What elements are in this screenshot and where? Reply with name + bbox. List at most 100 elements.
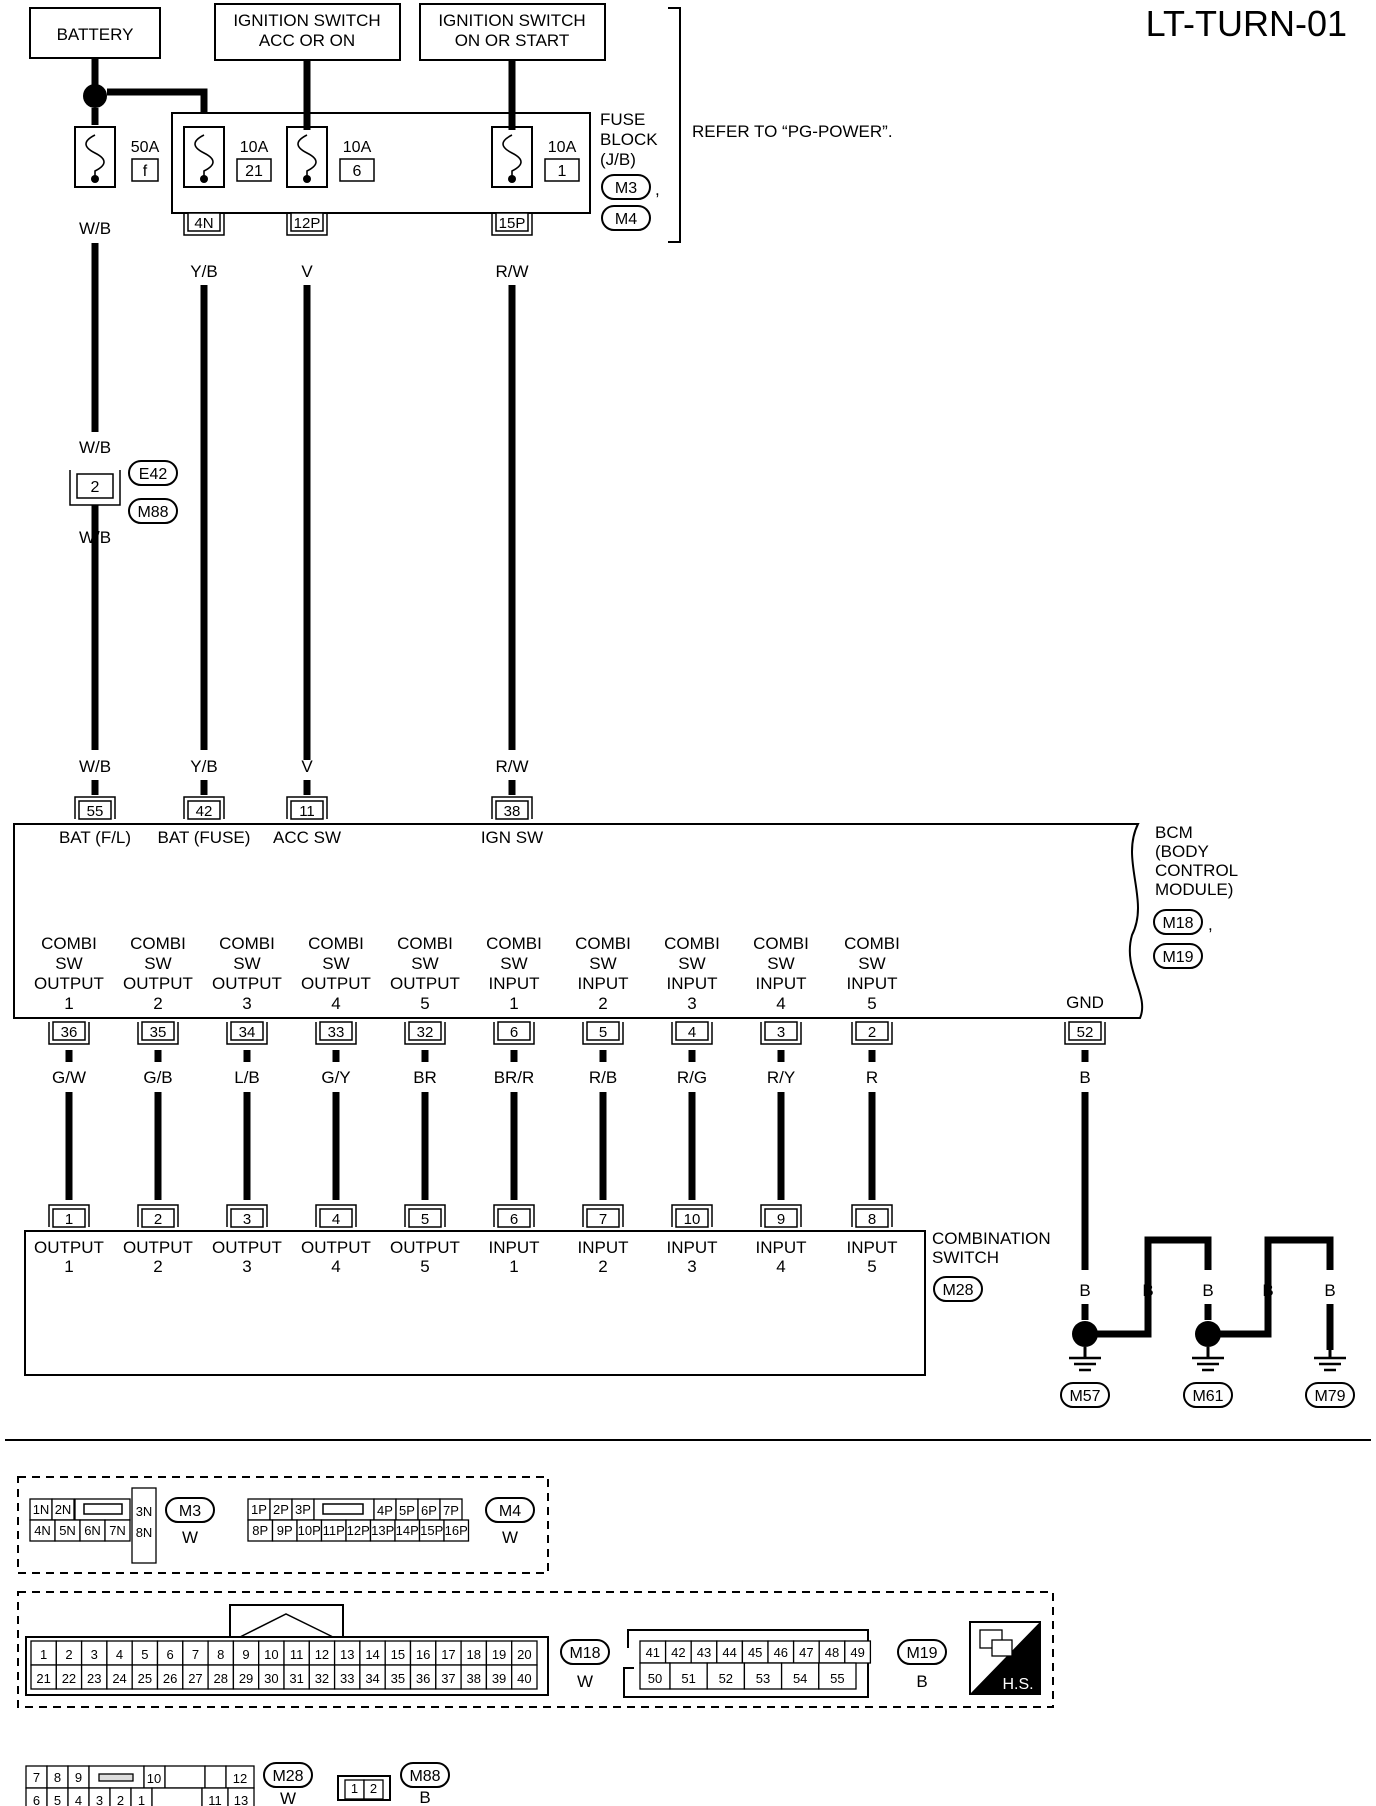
m18-view-pin-26: 26: [163, 1671, 177, 1686]
m4-view-pin-10P: 10P: [298, 1523, 321, 1538]
m18-view-pin-36: 36: [416, 1671, 430, 1686]
m18-view-cell-40: [511, 1664, 538, 1690]
bcm-label-4: MODULE): [1155, 880, 1233, 899]
bcm-bottom-label-8-2: INPUT: [756, 974, 807, 993]
m18-view-pin-35: 35: [391, 1671, 405, 1686]
m18-view-cell-23: [80, 1664, 108, 1690]
m28-view-cell-blank-3: [151, 1787, 203, 1806]
bcm-bottom-wire-color-6: R/B: [589, 1068, 617, 1087]
m18-view-pin-19: 19: [492, 1647, 506, 1662]
m4-view-pin-6P: 6P: [421, 1503, 437, 1518]
m4-view-pin-9P: 9P: [277, 1523, 293, 1538]
combi-pin-label-5-0: INPUT: [489, 1238, 540, 1257]
bcm-bottom-pin-32-bracket: [404, 1022, 446, 1045]
m18-view-cell-11: [283, 1640, 310, 1666]
bcm-bottom-pin-33: 33: [328, 1024, 345, 1041]
m18-view-cell-17: [435, 1640, 462, 1666]
bcm-bottom-label-4-2: OUTPUT: [390, 974, 460, 993]
m18-view-pin-25: 25: [138, 1671, 152, 1686]
bcm-top-wire-color-0: W/B: [79, 757, 111, 776]
inline-connector-m88: M88: [137, 504, 168, 521]
fuse-pin-15p-box: [495, 212, 529, 232]
m18-view-pin-29: 29: [239, 1671, 253, 1686]
bcm-bottom-label-5-0: COMBI: [486, 934, 542, 953]
m19-view-code-outline: [897, 1639, 947, 1665]
combi-pin-3-box: [230, 1208, 264, 1228]
bcm-top-wire-color-2: V: [301, 757, 313, 776]
combi-pin-7-bracket: [582, 1204, 624, 1227]
m18-view-pin-2: 2: [65, 1647, 72, 1662]
m28-view-cell-blank-2: [204, 1765, 227, 1789]
combi-pin-4-box: [319, 1208, 353, 1228]
m19-view-pin-41: 41: [646, 1645, 660, 1660]
bcm-bottom-pin-4: 4: [688, 1024, 696, 1041]
combination-switch-label-2: SWITCH: [932, 1248, 999, 1267]
bcm-bottom-label-2-0: COMBI: [219, 934, 275, 953]
m28-view-cell-blank-1: [164, 1765, 206, 1789]
bcm-bottom-label-0-2: OUTPUT: [34, 974, 104, 993]
m18-view-code-outline: [560, 1639, 610, 1665]
bcm-bottom-label-4-3: 5: [420, 994, 429, 1013]
combi-pin-label-4-0: OUTPUT: [390, 1238, 460, 1257]
hs-icon-connector-outline-2: [991, 1639, 1013, 1657]
bcm-bottom-label-7-2: INPUT: [667, 974, 718, 993]
combi-pin-label-5-1: 1: [509, 1257, 518, 1276]
m18-view-key-housing: [229, 1604, 344, 1637]
m28-view-pin-5: 5: [54, 1793, 61, 1806]
m19-view-cell-54: [780, 1662, 820, 1690]
battery-label: BATTERY: [57, 25, 134, 44]
fuse-1-element: [502, 134, 522, 179]
bcm-bottom-label-1-1: SW: [144, 954, 171, 973]
hs-label: H.S.: [1002, 1676, 1033, 1693]
m18-view-pin-4: 4: [116, 1647, 123, 1662]
bcm-gnd-wire-color: B: [1079, 1068, 1090, 1087]
bcm-top-wire-color-1: Y/B: [190, 757, 217, 776]
bcm-bottom-pin-3-box: [764, 1021, 798, 1041]
m18-view-pin-24: 24: [112, 1671, 126, 1686]
wire-color-fuse6-top: V: [301, 262, 313, 281]
fuse-id-1: 21: [245, 163, 263, 180]
bcm-top-pin-38-bracket: [491, 796, 533, 819]
combi-pin-label-9-0: INPUT: [847, 1238, 898, 1257]
wire-color-fuse21-top: Y/B: [190, 262, 217, 281]
bcm-label-1: BCM: [1155, 823, 1193, 842]
bcm-bottom-wire-color-7: R/G: [677, 1068, 707, 1087]
bcm-bottom-label-5-1: SW: [500, 954, 527, 973]
m3-view-latch: [83, 1503, 123, 1515]
m18-view-pin-38: 38: [467, 1671, 481, 1686]
bcm-bottom-label-9-1: SW: [858, 954, 885, 973]
fuse-block-label-1: FUSE: [600, 110, 645, 129]
combination-switch-label-1: COMBINATION: [932, 1229, 1051, 1248]
m19-view-code: M19: [906, 1645, 937, 1662]
m3-view-code: M3: [179, 1503, 201, 1520]
combi-pin-label-4-1: 5: [420, 1257, 429, 1276]
fuse-block-connector-m3-outline: [601, 174, 651, 200]
m18-view-cell-28: [207, 1664, 235, 1690]
m3-view-code-outline: [165, 1497, 215, 1523]
inline-wire-color-below: W/B: [79, 528, 111, 547]
m4-view-pin-7P: 7P: [443, 1503, 459, 1518]
ground-point-M57: M57: [1069, 1388, 1100, 1405]
fuse-pin-15p-bracket: [491, 213, 533, 236]
bcm-top-pin-38-box: [495, 800, 529, 820]
m18-view-cell-16: [409, 1640, 437, 1666]
fuse-pin-4n-bracket: [183, 213, 225, 236]
m19-view-pin-50: 50: [648, 1671, 662, 1686]
m28-view-pin-8: 8: [54, 1770, 61, 1785]
m18-view-pin-16: 16: [416, 1647, 430, 1662]
fuse-amp-1: 10A: [240, 139, 269, 156]
combi-pin-3: 3: [243, 1211, 251, 1228]
combi-pin-1-bracket: [48, 1204, 90, 1227]
fuse-1-terminal: [508, 175, 516, 183]
bcm-top-pin-label-3: IGN SW: [481, 828, 543, 847]
bcm-connector-m18: M18: [1162, 915, 1193, 932]
bcm-bottom-label-5-2: INPUT: [489, 974, 540, 993]
combination-switch-connector-m28-outline: [933, 1276, 983, 1302]
ground-point-M61: M61: [1192, 1388, 1223, 1405]
m4-view-pin-12P: 12P: [347, 1523, 370, 1538]
bcm-bottom-pin-3: 3: [777, 1024, 785, 1041]
combi-pin-label-1-0: OUTPUT: [123, 1238, 193, 1257]
bcm-bottom-label-6-3: 2: [598, 994, 607, 1013]
bcm-bottom-label-7-3: 3: [687, 994, 696, 1013]
m19-view-cell-53: [743, 1662, 783, 1690]
